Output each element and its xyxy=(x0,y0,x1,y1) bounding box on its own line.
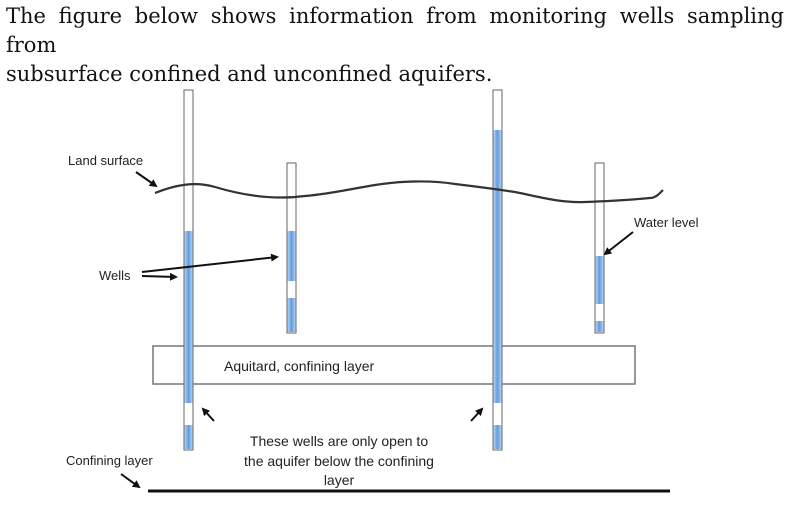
intro-text: The figure below shows information from … xyxy=(6,2,784,89)
well-1-water xyxy=(184,231,193,403)
well-3 xyxy=(492,89,503,451)
well-4 xyxy=(594,162,605,334)
wells-arrow-1 xyxy=(141,272,178,281)
water-level-arrow xyxy=(603,231,634,256)
aquitard-label: Aquitard, confining layer xyxy=(224,358,375,374)
land-surface-label: Land surface xyxy=(68,153,143,168)
land-surface-line xyxy=(154,180,664,204)
screen-arrow-right xyxy=(470,407,484,422)
wells-arrow-2 xyxy=(141,253,279,273)
intro-line-1: The figure below shows information from … xyxy=(6,4,784,57)
well-4-water xyxy=(595,256,604,304)
well-1 xyxy=(183,89,194,451)
land-surface-arrow xyxy=(135,171,158,188)
water-level-label: Water level xyxy=(634,215,699,230)
wells-label: Wells xyxy=(99,268,131,283)
well-2-screen xyxy=(287,298,296,332)
confining-layer-label: Confining layer xyxy=(66,453,153,468)
note-line-3: layer xyxy=(324,472,355,488)
note-line-2: the aquifer below the confining xyxy=(244,453,434,469)
well-2 xyxy=(286,162,297,334)
confining-layer-arrow xyxy=(120,473,141,489)
aquitard-layer xyxy=(152,345,636,385)
well-2-water xyxy=(287,231,296,281)
well-3-water xyxy=(493,130,502,403)
well-1-screen xyxy=(184,425,193,449)
well-4-screen xyxy=(595,321,604,332)
intro-line-2: subsurface confined and unconfined aquif… xyxy=(6,62,493,86)
well-3-screen xyxy=(493,425,502,449)
screen-arrow-left xyxy=(201,407,215,422)
note-line-1: These wells are only open to xyxy=(250,433,428,449)
